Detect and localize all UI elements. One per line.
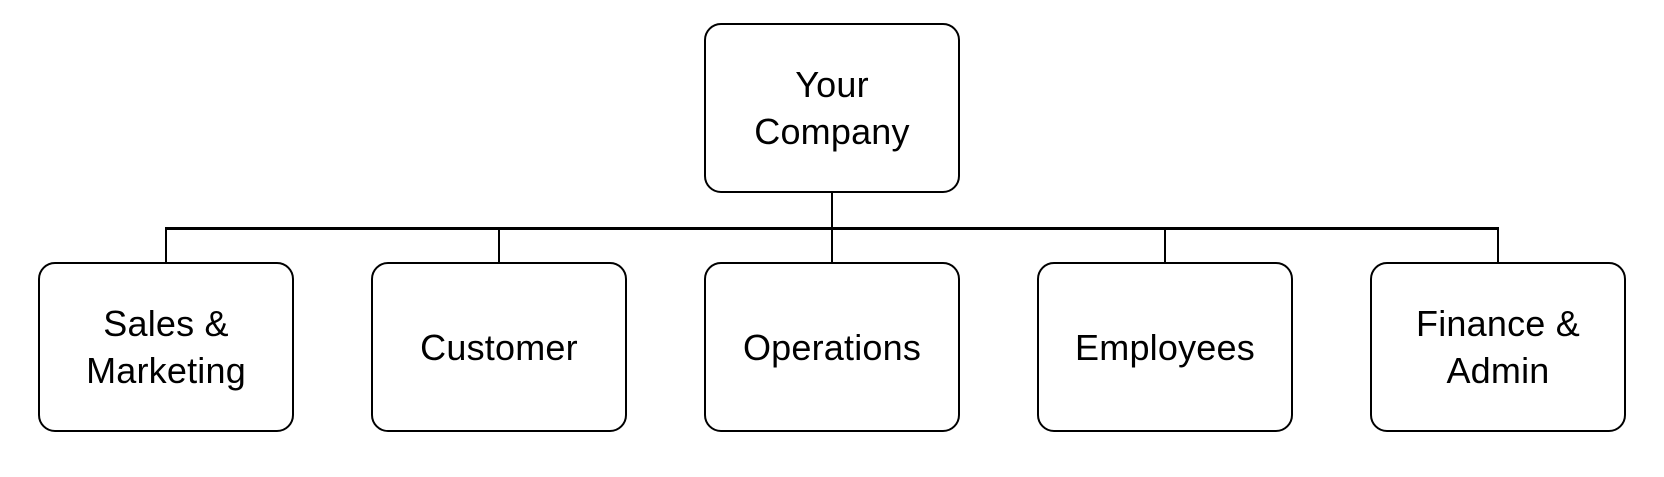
node-employees-label: Employees xyxy=(1075,326,1255,368)
node-sales-marketing-label: Sales & Marketing xyxy=(86,303,246,391)
connector-root-stub xyxy=(830,191,834,229)
connector-drop-sales-marketing xyxy=(164,227,168,263)
connector-drop-operations xyxy=(830,227,834,263)
node-your-company: Your Company xyxy=(704,23,960,193)
node-sales-marketing: Sales & Marketing xyxy=(38,262,294,432)
connector-drop-employees xyxy=(1163,227,1167,263)
node-finance-admin-label: Finance & Admin xyxy=(1416,303,1580,391)
node-operations: Operations xyxy=(704,262,960,432)
node-your-company-label: Your Company xyxy=(754,64,910,152)
node-employees: Employees xyxy=(1037,262,1293,432)
node-finance-admin: Finance & Admin xyxy=(1370,262,1626,432)
connector-drop-customer xyxy=(497,227,501,263)
node-operations-label: Operations xyxy=(742,326,922,368)
node-customer-label: Customer xyxy=(420,326,578,368)
node-customer: Customer xyxy=(371,262,627,432)
connector-drop-finance-admin xyxy=(1496,227,1500,263)
